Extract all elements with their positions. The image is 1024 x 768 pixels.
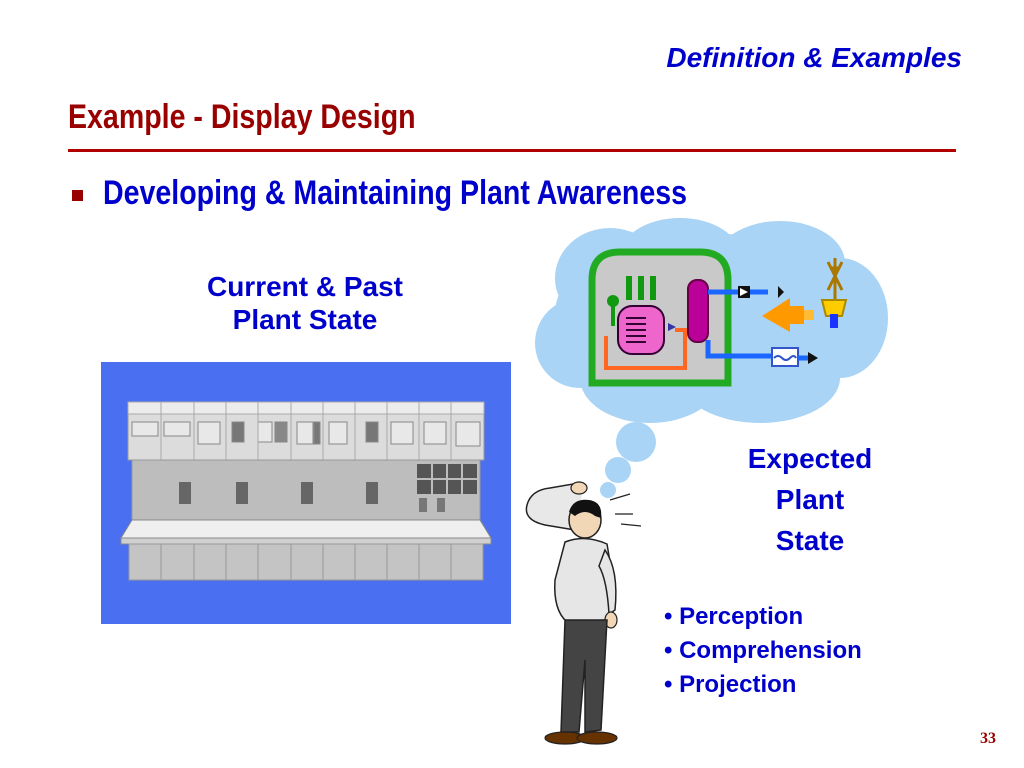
list-item: Comprehension [664, 634, 862, 668]
caption-line: Expected [747, 443, 873, 474]
page-number: 33 [980, 730, 996, 747]
caption-line: State [775, 525, 845, 556]
title-divider [68, 149, 956, 152]
caption-line: Plant State [232, 304, 378, 335]
caption-line: Plant [775, 484, 845, 515]
thought-cloud [535, 218, 888, 423]
bullet-square-icon [72, 190, 83, 201]
awareness-levels-list: Perception Comprehension Projection [664, 600, 862, 702]
thinking-person [525, 481, 642, 745]
current-past-caption: Current & Past Plant State [170, 270, 440, 336]
main-bullet: Developing & Maintaining Plant Awareness [103, 174, 688, 212]
caption-line: Current & Past [206, 271, 404, 302]
slide-title: Example - Display Design [68, 98, 416, 136]
expected-state-caption: Expected Plant State [710, 438, 910, 561]
thought-bubbles [600, 422, 656, 498]
list-item: Projection [664, 668, 862, 702]
control-panel-image [101, 362, 511, 624]
list-item: Perception [664, 600, 862, 634]
section-label: Definition & Examples [666, 42, 962, 73]
